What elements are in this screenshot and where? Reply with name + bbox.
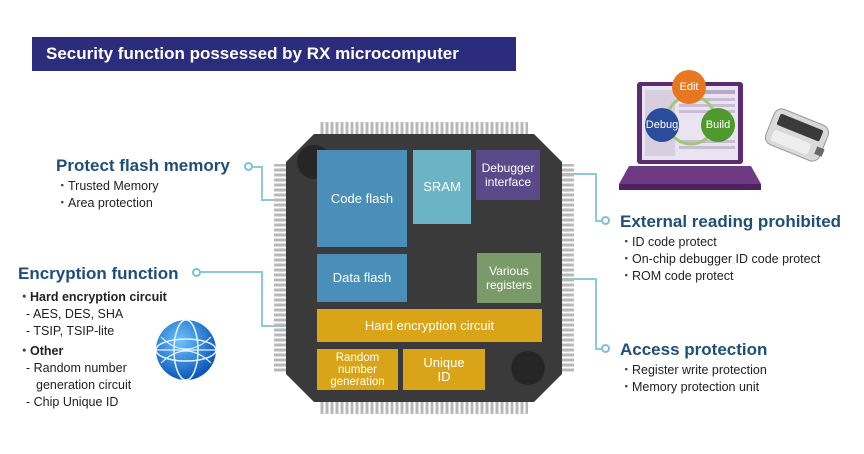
chip-pins-right: [562, 164, 574, 372]
list-item: ・ROM code protect: [620, 269, 734, 283]
chip-dimple: [511, 351, 545, 385]
random-number-generation-block: Random number generation: [317, 349, 398, 390]
list-subheading: ・Other: [18, 344, 64, 358]
chip-pins-left: [274, 164, 286, 372]
list-item: ・Trusted Memory: [56, 179, 159, 193]
build-circle: Build: [701, 108, 735, 142]
access-protection-dot: [601, 344, 610, 353]
chip-pins-top: [320, 122, 528, 134]
various-registers-block: Various registers: [477, 253, 541, 303]
list-item: ・Area protection: [56, 196, 153, 210]
encryption-list: ・Hard encryption circuit - AES, DES, SHA…: [18, 289, 167, 411]
external-reading-list: ・ID code protect ・On-chip debugger ID co…: [620, 234, 820, 285]
list-item: ・Memory protection unit: [620, 380, 760, 394]
protect-flash-heading: Protect flash memory: [56, 156, 230, 175]
list-item: - TSIP, TSIP-lite: [26, 324, 115, 338]
debugger-device-icon: [764, 108, 830, 162]
encryption-dot: [192, 268, 201, 277]
list-item: - Random number: [26, 361, 127, 375]
data-flash-block: Data flash: [317, 254, 407, 302]
protect-flash-list: ・Trusted Memory ・Area protection: [56, 178, 159, 212]
page-title: Security function possessed by RX microc…: [32, 37, 516, 71]
access-protection-list: ・Register write protection ・Memory prote…: [620, 362, 767, 396]
code-flash-block: Code flash: [317, 150, 407, 247]
list-item: ・Register write protection: [620, 363, 767, 377]
edit-circle: Edit: [672, 70, 706, 104]
access-protection-heading: Access protection: [620, 340, 768, 359]
sram-block: SRAM: [413, 150, 471, 224]
list-item: ・ID code protect: [620, 235, 717, 249]
debugger-interface-block: Debugger interface: [476, 150, 540, 200]
unique-id-block: Unique ID: [403, 349, 485, 390]
encryption-heading: Encryption function: [18, 264, 179, 283]
hard-encryption-circuit-block: Hard encryption circuit: [317, 309, 542, 342]
list-item: - Chip Unique ID: [26, 395, 119, 409]
list-item: ・On-chip debugger ID code protect: [620, 252, 821, 266]
external-reading-heading: External reading prohibited: [620, 212, 842, 231]
debug-circle: Debug: [645, 108, 679, 142]
chip-pins-bottom: [320, 402, 528, 414]
globe-icon: [155, 319, 217, 381]
list-item: generation circuit: [36, 378, 132, 392]
list-subheading: ・Hard encryption circuit: [18, 290, 167, 304]
protect-flash-dot: [244, 162, 253, 171]
external-reading-dot: [601, 216, 610, 225]
list-item: - AES, DES, SHA: [26, 307, 124, 321]
